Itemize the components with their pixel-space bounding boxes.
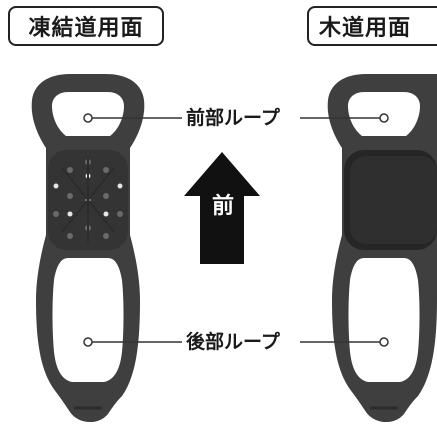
rear-loop-marker-right xyxy=(379,337,389,347)
boardwalk-side-label: 木道用面 xyxy=(307,6,437,46)
icy-road-side-label: 凍結道用面 xyxy=(8,6,164,46)
front-loop-callout xyxy=(83,113,389,123)
left-traction-device xyxy=(31,74,145,423)
front-loop-marker-right xyxy=(379,113,389,123)
forward-arrow-label: 前 xyxy=(211,194,234,219)
front-loop-label: 前部ループ xyxy=(182,106,284,130)
right-grip-texture xyxy=(350,156,437,244)
rear-loop-callout xyxy=(83,337,389,347)
rear-loop-label: 後部ループ xyxy=(182,330,284,354)
forward-arrow-icon xyxy=(184,152,260,264)
rear-loop-marker-left xyxy=(83,337,93,347)
left-tread-lines xyxy=(61,158,115,242)
front-loop-marker-left xyxy=(83,113,93,123)
right-traction-device xyxy=(327,74,437,423)
